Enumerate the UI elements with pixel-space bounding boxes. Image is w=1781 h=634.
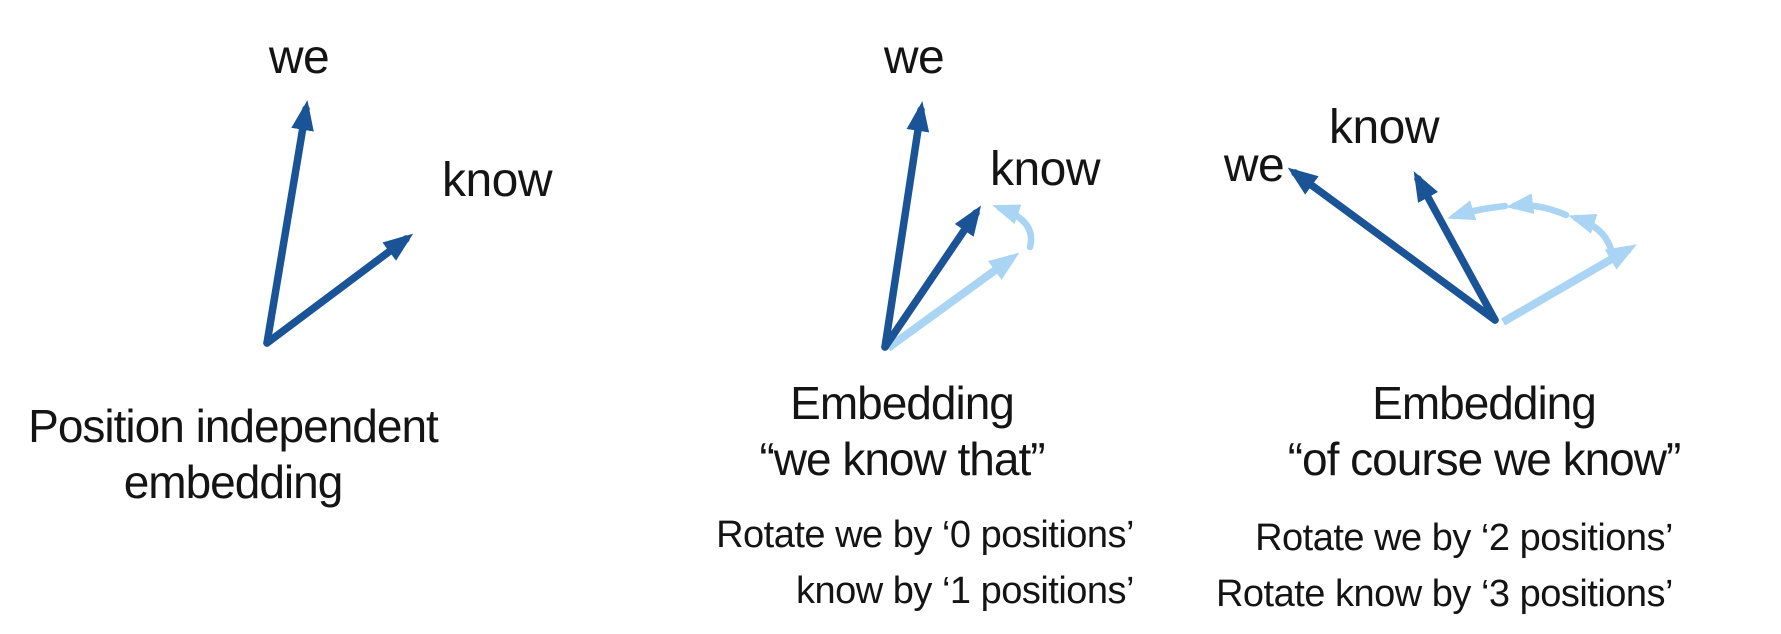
- panel2-rotation-line1: Rotate we by ‘0 positions’: [716, 514, 1134, 556]
- panel3-rotation-line1: Rotate we by ‘2 positions’: [1255, 517, 1673, 559]
- we-vector-arrow: [263, 100, 314, 347]
- panel3-caption: Embedding “of course we know”: [1287, 375, 1682, 487]
- know-rotation-arc-arrow: [992, 204, 1035, 251]
- we-label: we: [1223, 139, 1285, 192]
- we-label: we: [883, 31, 945, 84]
- panel3-arrows: [1287, 167, 1637, 326]
- panel3-caption-line1: Embedding: [1372, 377, 1597, 429]
- we-rotated-vector-arrow: [1287, 167, 1499, 324]
- panel1-caption-line1: Position independent: [28, 400, 439, 452]
- know-rotated-vector-arrow: [1413, 171, 1499, 324]
- we-vector-arrow: [881, 101, 930, 351]
- panel1-caption: Position independent embedding: [28, 398, 439, 510]
- know-label: know: [441, 154, 553, 207]
- panel2-rotation-line2: know by ‘1 positions’: [795, 569, 1135, 612]
- know-rotation-arc-hop1-arrow: [1568, 214, 1616, 258]
- we-label: we: [268, 31, 330, 84]
- know-rotated-vector-arrow: [881, 205, 982, 351]
- know-original-vector-arrow: [885, 252, 1020, 352]
- panel1-arrows: [263, 100, 414, 347]
- panel1-caption-line2: embedding: [123, 456, 344, 509]
- know-vector-arrow: [263, 233, 414, 347]
- panel2-caption: Embedding “we know that”: [759, 375, 1045, 487]
- panel2-caption-line1: Embedding: [790, 377, 1015, 429]
- panel3-caption-line2: “of course we know”: [1287, 433, 1682, 486]
- panel3-rotation-line2: Rotate know by ‘3 positions’: [1215, 572, 1674, 615]
- panel3-rotation-note: Rotate we by ‘2 positions’ Rotate know b…: [1215, 511, 1674, 623]
- panel2-caption-line2: “we know that”: [759, 433, 1045, 486]
- know-rotation-arc-hop3-arrow: [1447, 200, 1509, 221]
- know-label: know: [1328, 101, 1440, 154]
- panel2-arrows: [881, 101, 1035, 352]
- panel2-rotation-note: Rotate we by ‘0 positions’ know by ‘1 po…: [716, 508, 1134, 620]
- know-original-vector-arrow: [1500, 244, 1637, 326]
- know-label: know: [989, 143, 1101, 196]
- know-rotation-arc-hop2-arrow: [1505, 193, 1570, 219]
